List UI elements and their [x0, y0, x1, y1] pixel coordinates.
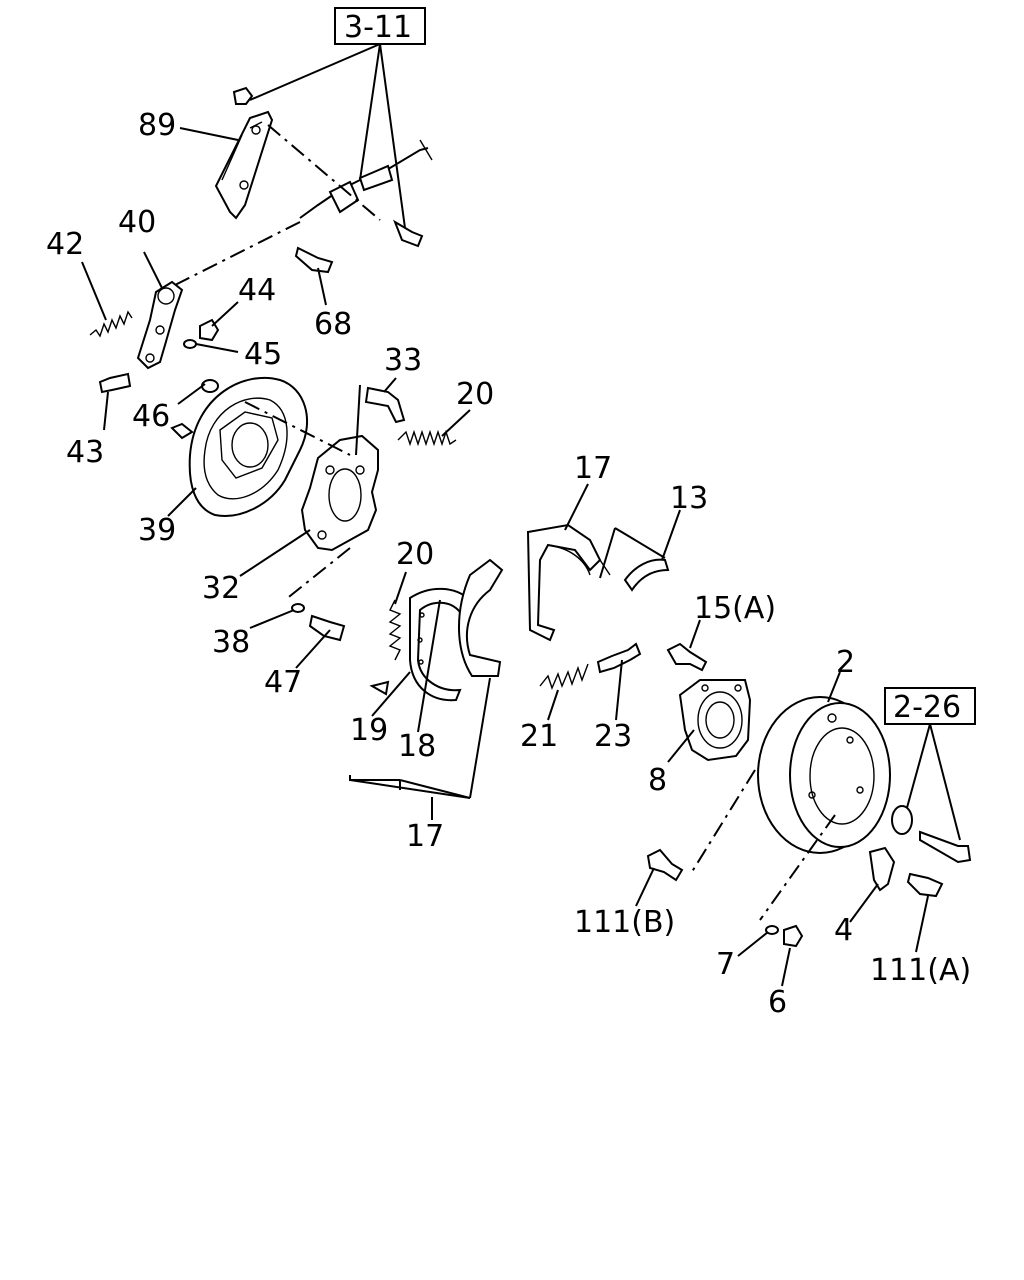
pin-33 — [355, 384, 406, 456]
bolt-top-89 — [232, 86, 254, 105]
spring-13 — [623, 558, 670, 592]
ref-label-2-26: 2-26 — [893, 690, 961, 725]
washer-7 — [765, 925, 779, 935]
bolt-68 — [294, 246, 334, 274]
label-43: 43 — [66, 435, 104, 470]
bolt-47 — [308, 614, 346, 642]
leaders-3-11 — [249, 43, 406, 229]
label-17-lower: 17 — [406, 819, 444, 854]
bolt-2-26 — [919, 830, 972, 864]
label-17-upper: 17 — [574, 451, 612, 486]
label-2: 2 — [836, 645, 855, 680]
label-39: 39 — [138, 513, 176, 548]
nut-6 — [783, 924, 804, 948]
adjuster-23 — [596, 642, 642, 674]
bracket-4 — [868, 846, 896, 892]
label-45: 45 — [244, 337, 282, 372]
label-18: 18 — [398, 729, 436, 764]
washer-46 — [201, 379, 219, 393]
label-8: 8 — [648, 763, 667, 798]
brake-drum-2 — [757, 696, 891, 854]
plate-32 — [300, 434, 379, 552]
label-47: 47 — [264, 665, 302, 700]
ref-label-3-11: 3-11 — [344, 10, 412, 45]
washer-38 — [291, 603, 305, 613]
label-20-lower: 20 — [396, 537, 434, 572]
spring-21 — [539, 663, 589, 690]
label-46: 46 — [132, 399, 170, 434]
label-33: 33 — [384, 343, 422, 378]
pin-19 — [369, 680, 390, 696]
parking-cable — [299, 139, 433, 219]
label-68: 68 — [314, 307, 352, 342]
bracket-89 — [214, 110, 274, 220]
label-111a: 111(A) — [870, 953, 971, 988]
label-111b: 111(B) — [574, 905, 675, 940]
label-42: 42 — [46, 227, 84, 262]
washer-2-26 — [891, 805, 913, 835]
bolt-111b — [646, 848, 684, 882]
bolt-43 — [98, 372, 132, 394]
label-38: 38 — [212, 625, 250, 660]
label-23: 23 — [594, 719, 632, 754]
label-89: 89 — [138, 108, 176, 143]
leaders-2-26 — [904, 723, 961, 841]
brake-shoe-web — [458, 558, 504, 677]
label-32: 32 — [202, 571, 240, 606]
ref-box-3-11[interactable]: 3-11 — [334, 7, 426, 45]
bolt-15a — [666, 642, 708, 672]
flange-8 — [678, 679, 752, 762]
label-40: 40 — [118, 205, 156, 240]
label-15a: 15(A) — [694, 591, 776, 626]
label-44: 44 — [238, 273, 276, 308]
lever-40 — [136, 280, 184, 370]
label-19: 19 — [350, 713, 388, 748]
brake-shoe-17 — [526, 523, 602, 642]
label-20-upper: 20 — [456, 377, 494, 412]
backing-plate-39 — [170, 376, 309, 517]
bolt-right-3-11 — [393, 219, 424, 248]
label-21: 21 — [520, 719, 558, 754]
label-7: 7 — [716, 947, 735, 982]
bolt-111a — [906, 872, 944, 898]
label-6: 6 — [768, 985, 787, 1020]
ref-box-2-26[interactable]: 2-26 — [884, 687, 976, 725]
label-leaders — [81, 127, 929, 987]
spring-20-upper — [397, 429, 457, 447]
spring-20-lower — [388, 599, 402, 661]
label-13: 13 — [670, 481, 708, 516]
spring-42 — [89, 310, 133, 338]
label-4: 4 — [834, 913, 853, 948]
group-bracket-17 — [349, 677, 491, 820]
washer-45 — [183, 339, 197, 349]
